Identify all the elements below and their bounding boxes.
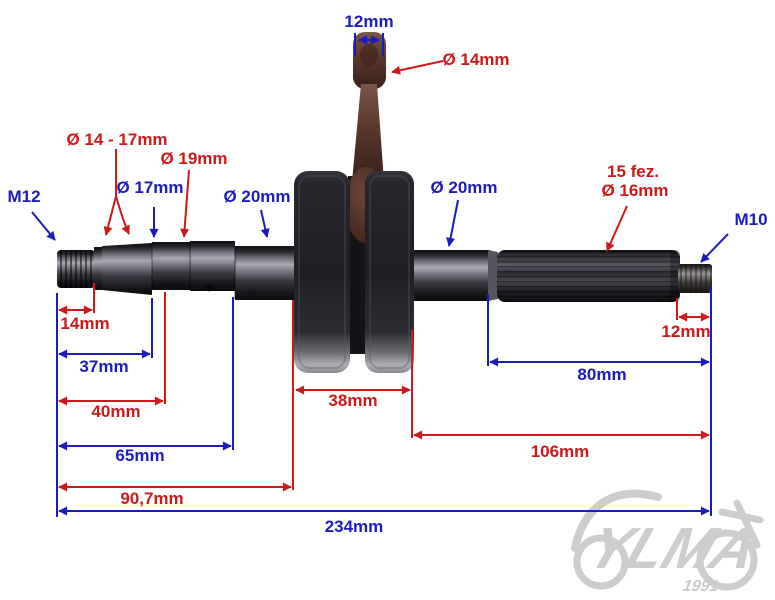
watermark-front-wheel bbox=[696, 529, 758, 591]
label-dim-106mm: 106mm bbox=[530, 442, 590, 461]
watermark-fork bbox=[718, 499, 764, 549]
rod-beam bbox=[352, 84, 384, 182]
label-dim-12mm-right: 12mm bbox=[661, 322, 711, 341]
arrow-m10 bbox=[700, 233, 729, 263]
left-thread-ridges bbox=[57, 250, 95, 288]
red-extension-lines bbox=[93, 283, 678, 490]
label-17mm: Ø 17mm bbox=[116, 178, 184, 197]
bearing-section-20-left bbox=[235, 246, 297, 300]
label-m10: M10 bbox=[734, 210, 768, 229]
bearing-section-20-right bbox=[412, 250, 490, 301]
right-stub-shaft bbox=[412, 250, 712, 302]
arrow-20mm-left bbox=[260, 209, 270, 238]
bearing-section-17 bbox=[152, 242, 190, 290]
web-left bbox=[294, 171, 350, 373]
label-spline-diameter: Ø 16mm bbox=[601, 181, 669, 200]
watermark-swoosh bbox=[571, 489, 662, 552]
watermark-rear-wheel bbox=[573, 534, 629, 590]
web-right bbox=[365, 171, 414, 373]
blue-extension-lines bbox=[56, 285, 712, 517]
arrow-14mm-dia bbox=[391, 60, 444, 75]
label-20mm-right: Ø 20mm bbox=[430, 178, 498, 197]
fork-arrow-right bbox=[115, 195, 130, 235]
top-extension-lines bbox=[354, 33, 384, 56]
dimension-lines bbox=[31, 33, 729, 517]
label-m12: M12 bbox=[7, 187, 41, 206]
spline-end-cap bbox=[670, 250, 680, 302]
label-dim-65mm: 65mm bbox=[115, 446, 165, 465]
red-dimension-lines bbox=[58, 60, 710, 492]
blue-dimension-lines bbox=[31, 33, 729, 517]
label-rod-width: 12mm bbox=[344, 12, 394, 31]
taper-section bbox=[102, 243, 152, 295]
label-dim-40mm: 40mm bbox=[91, 402, 141, 421]
spline-chamfer bbox=[488, 250, 498, 301]
label-dim-38mm: 38mm bbox=[328, 391, 378, 410]
label-spline-count: 15 fez. bbox=[607, 162, 659, 181]
label-rod-diameter: Ø 14mm bbox=[442, 50, 510, 69]
left-step-ring bbox=[94, 247, 103, 290]
arrow-spline bbox=[606, 205, 628, 252]
watermark-year: 1991 bbox=[681, 577, 720, 595]
label-dim-80mm: 80mm bbox=[577, 365, 627, 384]
label-20mm-left: Ø 20mm bbox=[223, 187, 291, 206]
crank-webs bbox=[294, 167, 414, 373]
oil-hole bbox=[205, 284, 213, 292]
crankshaft-photo bbox=[57, 32, 712, 373]
arrow-m12 bbox=[31, 211, 56, 241]
watermark-motorcycle-logo: YLMA 1991 bbox=[571, 489, 767, 595]
label-19mm: Ø 19mm bbox=[160, 149, 228, 168]
watermark-logo-text: YLMA bbox=[579, 516, 767, 581]
label-dim-37mm: 37mm bbox=[79, 357, 129, 376]
label-dim-234mm: 234mm bbox=[324, 517, 384, 536]
rod-small-end-bore bbox=[360, 44, 378, 66]
right-thread-ridges bbox=[678, 264, 712, 293]
arrow-19mm bbox=[180, 169, 190, 238]
arrow-20mm-right bbox=[446, 199, 459, 247]
label-dim-90-7mm: 90,7mm bbox=[120, 489, 184, 508]
label-dim-14mm: 14mm bbox=[60, 314, 110, 333]
left-stub-shaft bbox=[57, 241, 297, 300]
fork-arrow-left bbox=[103, 195, 117, 236]
bearing-section-19 bbox=[190, 241, 235, 291]
spline-grooves bbox=[497, 250, 680, 302]
label-taper-diameter: Ø 14 - 17mm bbox=[66, 130, 168, 149]
connecting-rod bbox=[352, 32, 386, 182]
